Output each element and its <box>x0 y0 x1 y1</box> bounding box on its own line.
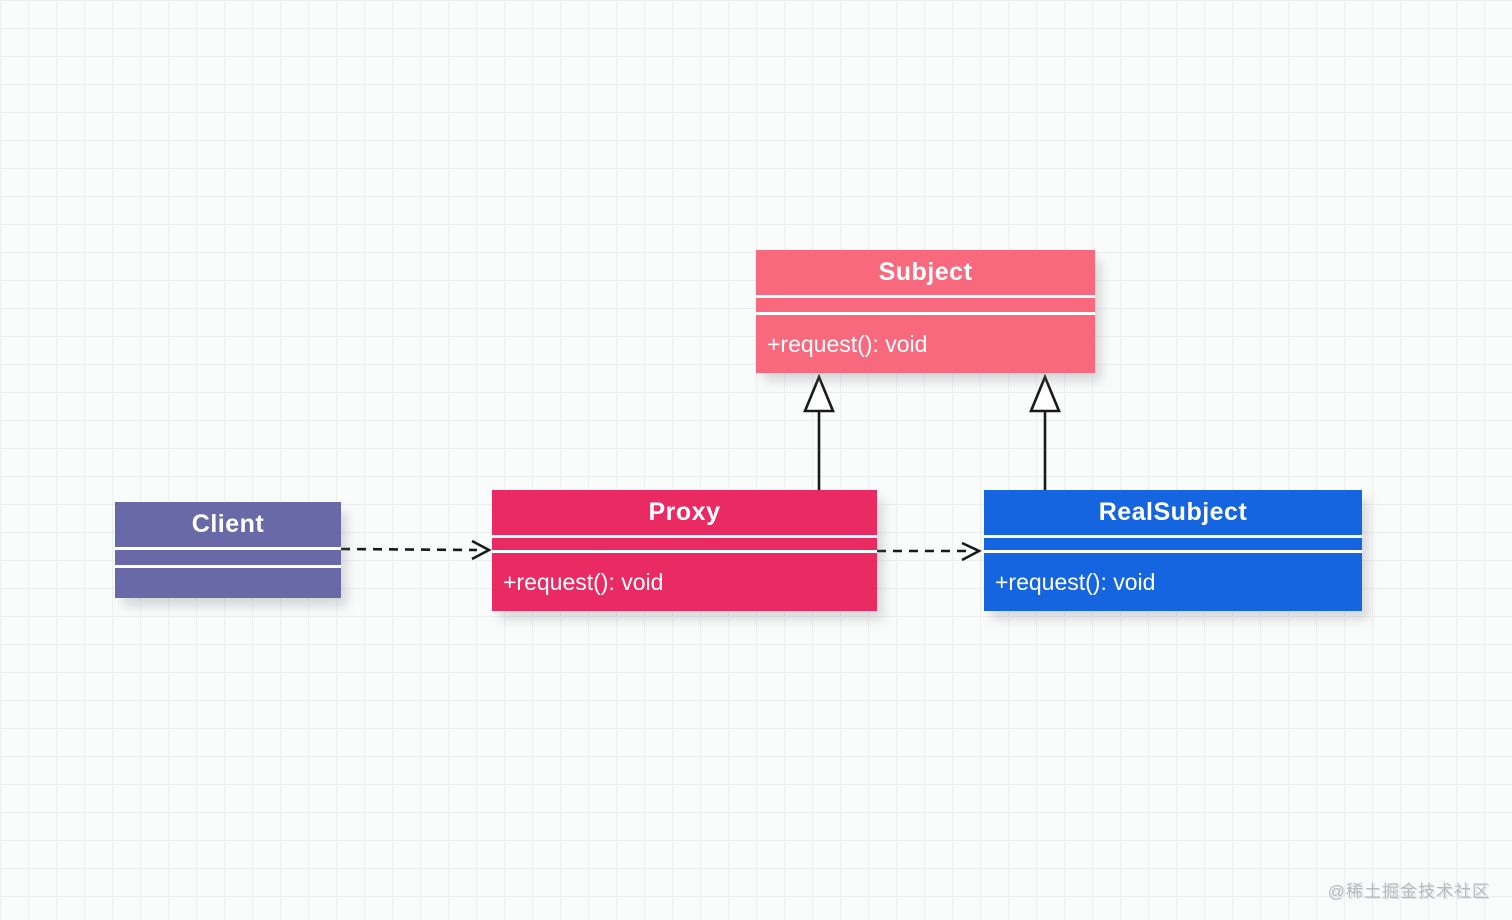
watermark-text: @稀土掘金技术社区 <box>1327 882 1490 901</box>
class-methods-client <box>115 568 341 598</box>
class-title-client: Client <box>115 502 341 547</box>
class-attributes-realsubject <box>984 538 1362 550</box>
edge-proxy-realsubject-dependency <box>877 541 982 562</box>
class-method-proxy: +request(): void <box>492 553 877 611</box>
class-title-realsubject: RealSubject <box>984 490 1362 535</box>
class-attributes-client <box>115 550 341 565</box>
class-attributes-proxy <box>492 538 877 550</box>
class-node-client[interactable]: Client <box>115 502 341 598</box>
class-node-proxy[interactable]: Proxy +request(): void <box>492 490 877 611</box>
class-title-subject: Subject <box>756 250 1095 295</box>
class-node-realsubject[interactable]: RealSubject +request(): void <box>984 490 1362 611</box>
class-title-proxy: Proxy <box>492 490 877 535</box>
edge-client-proxy-dependency <box>340 539 492 561</box>
edge-proxy-subject-generalization <box>803 373 835 490</box>
class-method-subject: +request(): void <box>756 315 1095 373</box>
class-method-realsubject: +request(): void <box>984 553 1362 611</box>
edge-realsubject-subject-generalization <box>1029 373 1061 490</box>
class-attributes-subject <box>756 298 1095 312</box>
class-node-subject[interactable]: Subject +request(): void <box>756 250 1095 373</box>
